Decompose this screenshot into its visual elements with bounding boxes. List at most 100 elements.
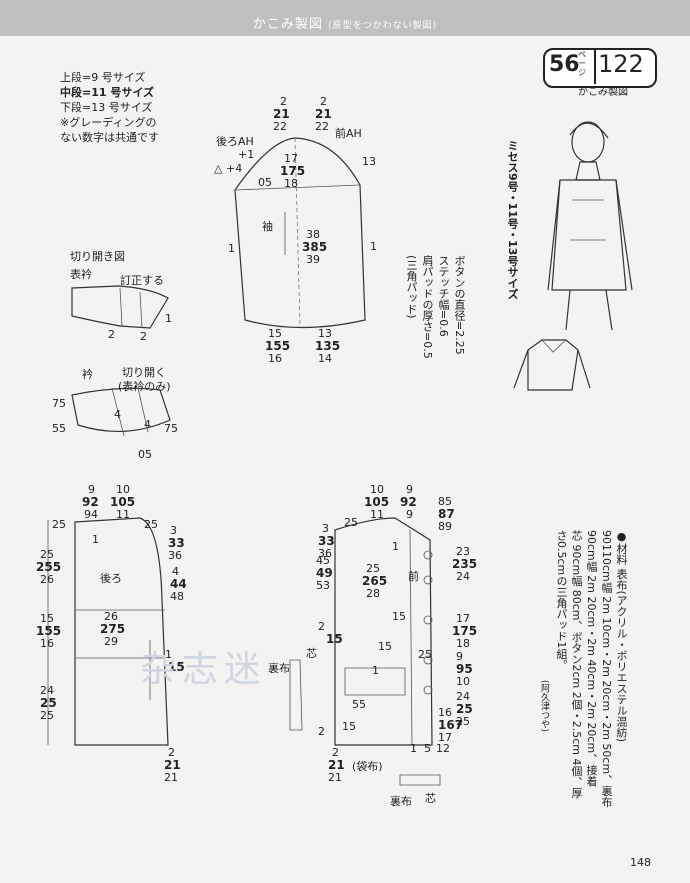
back-num: 15 <box>40 612 54 625</box>
back-bodice-pattern <box>47 517 169 746</box>
back-num: 48 <box>170 590 184 603</box>
sleeve-pattern <box>234 137 366 329</box>
front-num: 95 <box>456 662 473 676</box>
collar-pattern <box>71 387 171 437</box>
collar-num: 75 <box>164 422 178 435</box>
back-num: 92 <box>82 495 99 509</box>
front-num: 1 <box>410 742 417 755</box>
materials-line: ●材料 表布(アクリル・ポリエステル混紡) <box>615 530 628 743</box>
back-num: 11 <box>116 508 130 521</box>
back-num: 155 <box>36 624 62 638</box>
back-num: 2 <box>168 746 175 759</box>
note-pad: 肩パッドの厚さ=0.5 <box>421 255 434 359</box>
front-num: 24 <box>456 690 470 703</box>
slash-num: 2 <box>108 328 115 341</box>
front-num: 92 <box>400 495 417 509</box>
materials-line: さ0.5cmの三角パッド1組。 <box>555 530 568 671</box>
size-legend: 上段=9 号サイズ 中段=11 号サイズ 下段=13 号サイズ ※グレーディング… <box>60 70 159 145</box>
open-label: 切り開く <box>122 366 166 379</box>
slash-num: 1 <box>165 312 172 325</box>
sleeve-num: 385 <box>302 240 328 254</box>
sleeve-num: 22 <box>315 120 329 133</box>
front-num: 45 <box>316 554 330 567</box>
pocket-bag-label: (袋布) <box>352 760 383 773</box>
back-num: 275 <box>100 622 126 636</box>
front-label: 前 <box>408 570 419 583</box>
sleeve-num: 2 <box>280 95 287 108</box>
front-num: 2 <box>332 746 339 759</box>
back-num: 16 <box>40 637 54 650</box>
lining2-label: 裏布 <box>390 795 412 808</box>
sleeve-num: 1 <box>228 242 235 255</box>
front-num: 25 <box>344 516 358 529</box>
back-num: 15 <box>168 660 185 674</box>
front-num: 33 <box>318 534 335 548</box>
sleeve-num: 13 <box>362 155 376 168</box>
slash-num: 2 <box>140 330 147 343</box>
page-number: 148 <box>630 856 651 869</box>
front-bodice-pattern <box>289 517 441 786</box>
collar-num: 4 <box>144 418 151 431</box>
legend-line: ※グレーディングの <box>60 116 157 129</box>
legend-line: 下段=13 号サイズ <box>60 101 153 114</box>
sleeve-num: 21 <box>273 107 290 121</box>
designer-credit: (阿久津つや) <box>539 680 549 733</box>
front-num: 2 <box>318 620 325 633</box>
front-num: 55 <box>352 698 366 711</box>
front-num: 53 <box>316 579 330 592</box>
front-num: 17 <box>456 612 470 625</box>
front-num: 17 <box>438 731 452 744</box>
collar-num: 05 <box>138 448 152 461</box>
sleeve-num: 16 <box>268 352 282 365</box>
front-num: 5 <box>424 742 431 755</box>
back-num: 36 <box>168 549 182 562</box>
front-num: 12 <box>436 742 450 755</box>
front-num: 36 <box>318 547 332 560</box>
open-sub-label: (表衿のみ) <box>118 380 171 393</box>
front-num: 235 <box>452 557 478 571</box>
collar-label: 衿 <box>82 368 93 381</box>
back-num: 29 <box>104 635 118 648</box>
sleeve-num: 22 <box>273 120 287 133</box>
collar-num: 4 <box>114 408 121 421</box>
front-num: 9 <box>406 508 413 521</box>
sleeve-num: 39 <box>306 253 320 266</box>
back-num: 4 <box>172 565 179 578</box>
front-num: 25 <box>366 562 380 575</box>
sleeve-num: 2 <box>320 95 327 108</box>
front-num: 49 <box>316 566 333 580</box>
front-num: 15 <box>378 640 392 653</box>
sleeve-num: +4 <box>226 162 243 175</box>
back-num: 33 <box>168 536 185 550</box>
slash-title: 切り開き図 <box>70 250 125 263</box>
back-num: 1 <box>92 533 99 546</box>
sleeve-label: 袖 <box>262 220 273 233</box>
back-num: 25 <box>40 696 57 710</box>
front-num: 15 <box>392 610 406 623</box>
materials-line: 芯 90cm幅 80cm、ボタン2cm 2個・2.5cm 4個、厚 <box>570 530 583 799</box>
page-title: かこみ製図 (原型をつかわない製図) <box>252 17 438 32</box>
model-illustration <box>547 121 633 331</box>
front-num: 10 <box>456 675 470 688</box>
front-num: 28 <box>366 587 380 600</box>
front-num: 2 <box>318 725 325 738</box>
badge-divider <box>594 50 596 84</box>
front-num: 9 <box>406 483 413 496</box>
sleeve-num: 17 <box>284 152 298 165</box>
sleeve-num: 13 <box>318 327 332 340</box>
front-num: 25 <box>418 648 432 661</box>
front-num: 3 <box>322 522 329 535</box>
sleeve-num: 21 <box>315 107 332 121</box>
back-num: 9 <box>88 483 95 496</box>
back-num: 25 <box>52 518 66 531</box>
front-num: 85 <box>438 495 452 508</box>
back-num: 21 <box>164 758 181 772</box>
watermark: 杂志迷 <box>140 649 267 690</box>
sleeve-num: △ <box>214 162 223 175</box>
omote-eri-label: 表衿 <box>70 268 92 281</box>
sleeve-num: 175 <box>280 164 306 178</box>
sleeve-num: +1 <box>238 148 255 161</box>
design-badge <box>543 48 657 88</box>
front-num: 15 <box>342 720 356 733</box>
sleeve-num: 155 <box>265 339 291 353</box>
